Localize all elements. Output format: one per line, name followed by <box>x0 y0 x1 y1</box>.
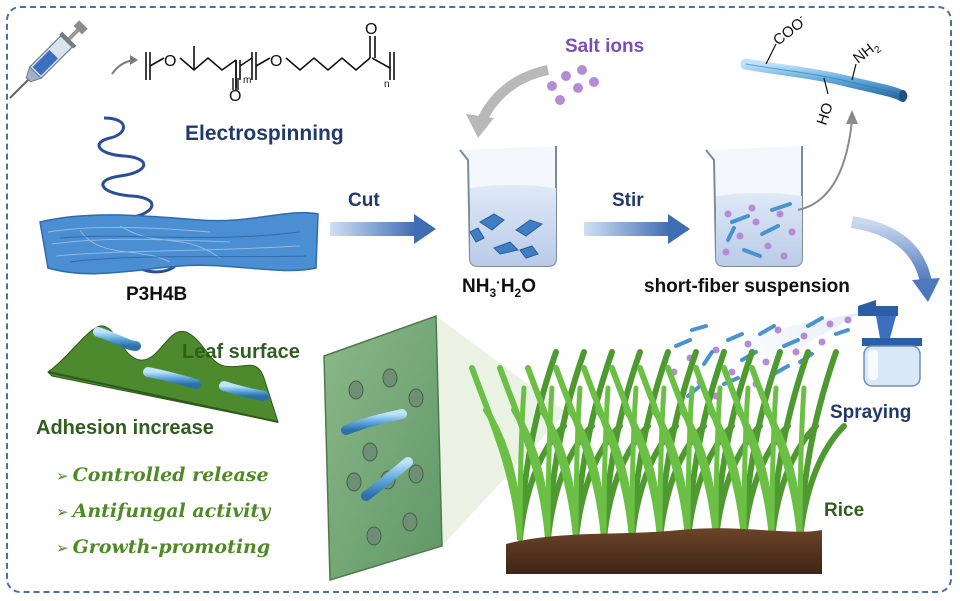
benefit-text: Controlled release <box>72 464 269 486</box>
formula-o-2: O <box>229 88 241 105</box>
salt-ions-arrow <box>475 65 550 127</box>
soil <box>506 528 822 574</box>
ammonia-label: NH3·H2O <box>462 274 536 300</box>
formula-n: n <box>384 79 390 90</box>
benefit-growth: ➢Growth-promoting <box>56 536 270 558</box>
arrowhead-bullet-icon: ➢ <box>56 467 69 485</box>
leaf-surface-illustration <box>47 325 279 423</box>
rice-blade <box>573 385 583 541</box>
stir-label: Stir <box>612 190 644 211</box>
benefit-controlled-release: ➢Controlled release <box>56 464 269 486</box>
polymer-structure <box>145 36 395 80</box>
cut-arrow <box>330 214 436 244</box>
benefit-text: Growth-promoting <box>72 536 271 558</box>
cut-label: Cut <box>348 190 380 211</box>
leaf-panel <box>323 314 443 582</box>
suspension-label: short-fiber suspension <box>644 276 850 297</box>
benefit-antifungal: ➢Antifungal activity <box>56 500 270 522</box>
p3h4b-label: P3H4B <box>126 284 187 305</box>
spraying-label: Spraying <box>830 402 911 423</box>
rice-plants <box>469 349 847 541</box>
rice-blade <box>713 385 723 541</box>
formula-o-4: O <box>365 21 377 38</box>
salt-ion-particles <box>547 65 599 105</box>
adhesion-label: Adhesion increase <box>36 417 214 439</box>
rice-blade <box>657 385 667 541</box>
benefit-text: Antifungal activity <box>72 500 271 522</box>
rice-label: Rice <box>824 500 864 521</box>
svg-text:HO: HO <box>814 101 837 128</box>
formula-m: m <box>243 75 251 86</box>
arrowhead-bullet-icon: ➢ <box>56 503 69 521</box>
zoom-cone <box>436 316 566 546</box>
spray-bottle-icon <box>858 300 922 387</box>
svg-text:NH3·H2O: NH3·H2O <box>462 274 536 300</box>
formula-o-3: O <box>270 53 282 70</box>
rice-blade <box>797 385 807 541</box>
formula-o-1: O <box>164 53 176 70</box>
to-spray-arrow <box>850 216 932 284</box>
rice-blade <box>517 385 527 541</box>
rice-blade <box>601 385 611 541</box>
rice-blade <box>629 385 639 541</box>
salt-ions-label: Salt ions <box>565 36 644 57</box>
rice-blade <box>685 385 695 541</box>
fiber-mat <box>39 211 319 275</box>
dashed-frame <box>6 6 952 593</box>
rice-blade <box>741 385 751 541</box>
stir-arrow <box>584 214 690 244</box>
rice-blade <box>545 385 555 541</box>
arrowhead-bullet-icon: ➢ <box>56 539 69 557</box>
leaf-surface-label: Leaf surface <box>182 341 300 363</box>
beaker-ammonia <box>459 146 557 267</box>
rice-blade <box>769 385 779 541</box>
zoom-arrow <box>797 119 853 211</box>
beaker-suspension <box>705 146 803 267</box>
syringe-icon <box>9 20 88 99</box>
ho-group-label: HO <box>814 77 837 128</box>
electrospinning-label: Electrospinning <box>185 122 344 145</box>
